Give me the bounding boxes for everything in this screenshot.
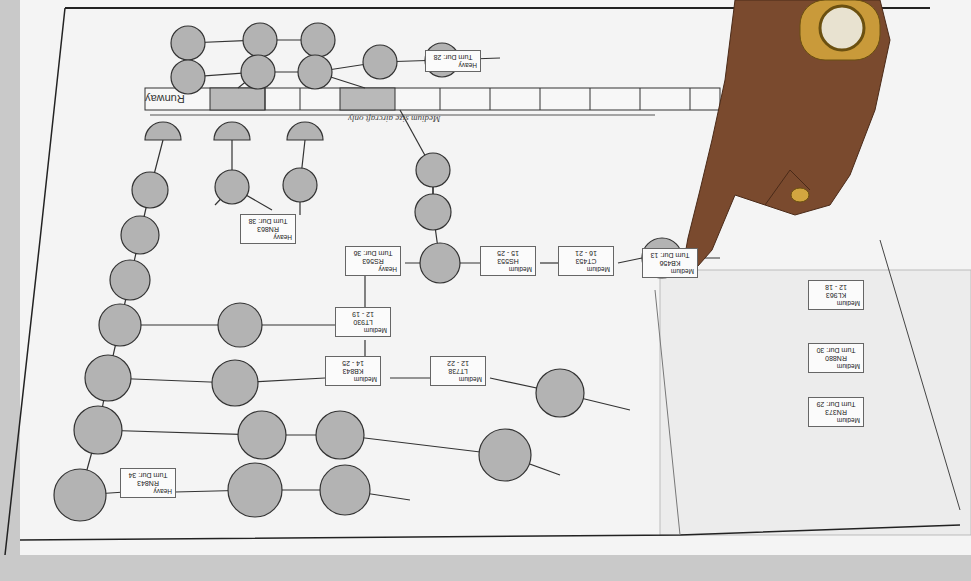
- card-text: 12 - 19: [339, 310, 387, 318]
- card-text: Heavy: [244, 233, 292, 241]
- card-text: Medium: [812, 362, 860, 370]
- pointing-hand: [684, 0, 890, 266]
- stand-circles: [54, 23, 682, 521]
- card-text: RN863: [244, 225, 292, 233]
- card-text: Turn Dur: 34: [124, 471, 172, 479]
- card-text: Heavy: [429, 61, 477, 69]
- flight-card: MediumCT45316 - 21: [558, 246, 614, 276]
- card-text: LT738: [434, 367, 482, 375]
- card-text: Medium: [339, 326, 387, 334]
- card-text: Turn Dur: 13: [646, 251, 694, 259]
- flight-card: HeavyRS563Turn Dur: 36: [345, 246, 401, 276]
- card-text: HS553: [484, 257, 532, 265]
- flight-card: MediumLT93012 - 19: [335, 307, 391, 337]
- runway-label: Runway: [145, 93, 193, 105]
- note-label: Medium size aircraft only: [348, 114, 440, 124]
- runway-band: Runway: [145, 88, 210, 110]
- card-text: Turn Dur: 38: [244, 217, 292, 225]
- card-text: RS563: [349, 257, 397, 265]
- card-text: Medium: [646, 267, 694, 275]
- card-text: RN880: [812, 354, 860, 362]
- card-text: Turn Dur: 30: [812, 346, 860, 354]
- card-text: Turn Dur: 28: [429, 53, 477, 61]
- card-text: Medium: [484, 265, 532, 273]
- card-text: Turn Dur: 29: [812, 400, 860, 408]
- paper-sheet: [20, 0, 971, 555]
- card-text: RN373: [812, 408, 860, 416]
- card-text: KB456: [646, 259, 694, 267]
- card-text: CT453: [562, 257, 610, 265]
- card-text: 14 - 25: [329, 359, 377, 367]
- card-text: 12 - 22: [434, 359, 482, 367]
- flight-card: MediumKL96312 - 18: [808, 280, 864, 310]
- card-text: 16 - 21: [562, 249, 610, 257]
- flight-card: HeavyTurn Dur: 28: [425, 50, 481, 72]
- card-text: Turn Dur: 36: [349, 249, 397, 257]
- card-text: RN843: [124, 479, 172, 487]
- card-text: 12 - 18: [812, 283, 860, 291]
- flight-card: MediumRN880Turn Dur: 30: [808, 343, 864, 373]
- flight-card: HeavyRN863Turn Dur: 38: [240, 214, 296, 244]
- card-text: Heavy: [124, 487, 172, 495]
- card-text: 15 - 25: [484, 249, 532, 257]
- paper-sheet: [660, 270, 971, 535]
- flight-card: MediumHS55315 - 25: [480, 246, 536, 276]
- flight-card: MediumKB456Turn Dur: 13: [642, 248, 698, 278]
- card-text: Heavy: [349, 265, 397, 273]
- card-text: Medium: [434, 375, 482, 383]
- flight-card: MediumKB84314 - 25: [325, 356, 381, 386]
- card-text: LT930: [339, 318, 387, 326]
- card-text: KL963: [812, 291, 860, 299]
- card-text: Medium: [812, 299, 860, 307]
- flight-card: MediumRN373Turn Dur: 29: [808, 397, 864, 427]
- card-text: Medium: [329, 375, 377, 383]
- card-text: Medium: [812, 416, 860, 424]
- card-text: KB843: [329, 367, 377, 375]
- flight-card: HeavyRN843Turn Dur: 34: [120, 468, 176, 498]
- taxi-lines: [80, 40, 720, 500]
- flight-card: MediumLT73812 - 22: [430, 356, 486, 386]
- runway-band: [145, 88, 720, 110]
- card-text: Medium: [562, 265, 610, 273]
